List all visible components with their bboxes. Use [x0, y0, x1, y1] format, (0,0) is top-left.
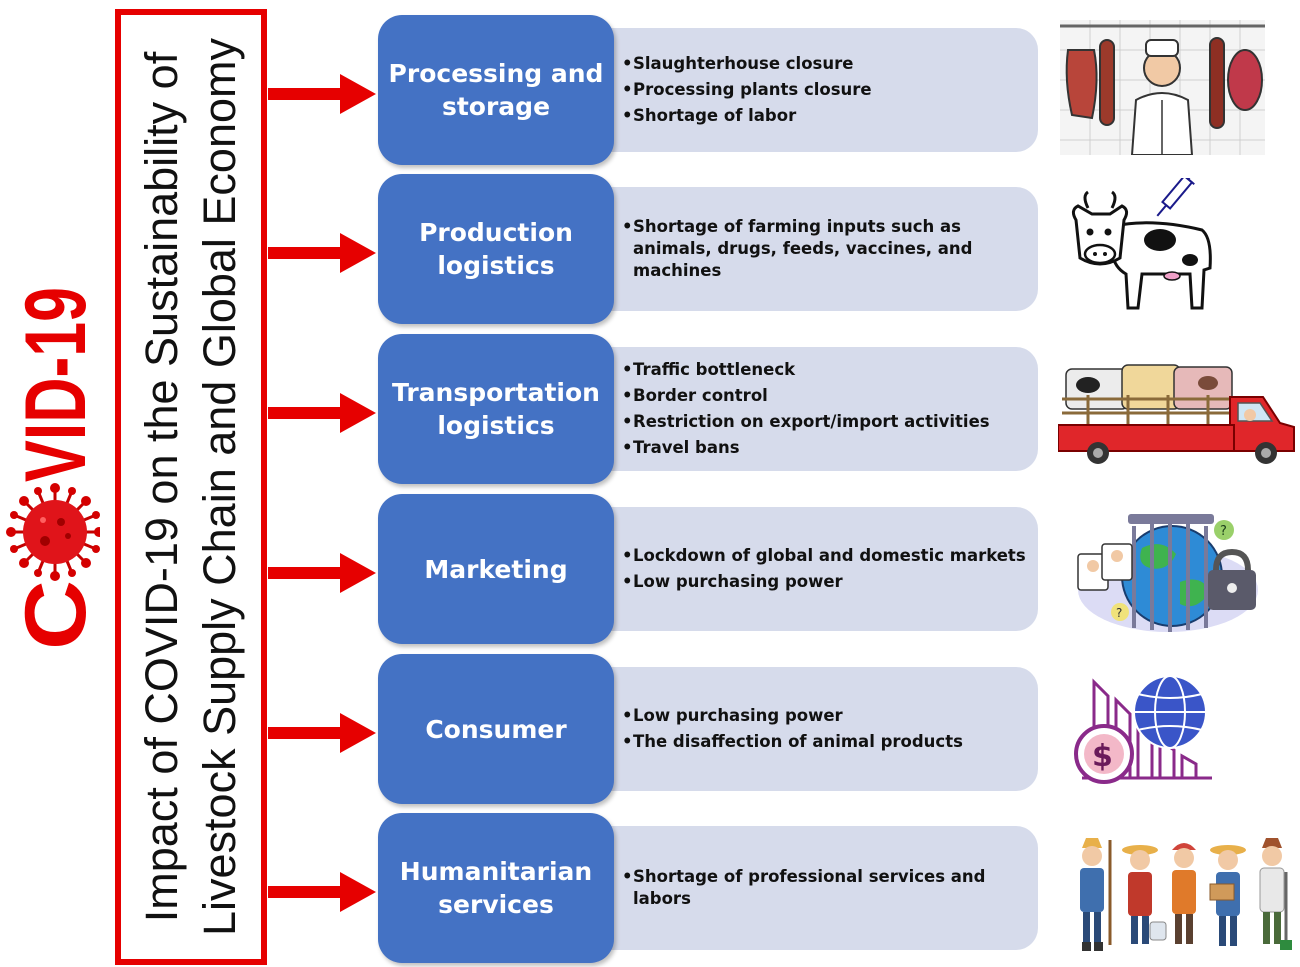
locked-globe-icon: ? ? — [1077, 514, 1258, 632]
details-marketing: Lockdown of global and domestic markets … — [600, 507, 1038, 631]
detail-item: Traffic bottleneck — [622, 357, 990, 383]
title-frame: Impact of COVID-19 on the Sustainability… — [115, 9, 267, 965]
detail-item: Slaughterhouse closure — [622, 51, 872, 77]
details-humanitarian-services: Shortage of professional services and la… — [600, 826, 1038, 950]
details-production-logistics: Shortage of farming inputs such as anima… — [600, 187, 1038, 311]
details-consumer: Low purchasing power The disaffection of… — [600, 667, 1038, 791]
arrow-icon — [268, 393, 376, 433]
arrow-icon — [268, 872, 376, 912]
category-label: Processing and storage — [388, 59, 604, 121]
category-consumer: Consumer — [378, 654, 614, 804]
category-label: Production logistics — [419, 218, 573, 280]
category-humanitarian-services: Humanitarian services — [378, 813, 614, 963]
detail-item: The disaffection of animal products — [622, 729, 963, 755]
category-label: Humanitarian services — [399, 857, 593, 919]
category-label: Transportation logistics — [392, 378, 600, 440]
category-processing-storage: Processing and storage — [378, 15, 614, 165]
category-marketing: Marketing — [378, 494, 614, 644]
virus-icon — [6, 483, 100, 581]
detail-item: Lockdown of global and domestic markets — [622, 543, 1026, 569]
detail-item: Shortage of farming inputs such as anima… — [622, 216, 1033, 282]
economy-decline-icon: $ — [1074, 675, 1212, 784]
detail-item: Shortage of labor — [622, 103, 872, 129]
arrow-icon — [268, 713, 376, 753]
svg-text:?: ? — [1116, 606, 1122, 620]
arrow-icon — [268, 233, 376, 273]
detail-item: Travel bans — [622, 435, 990, 461]
category-transportation-logistics: Transportation logistics — [378, 334, 614, 484]
butcher-shop-icon — [1060, 20, 1265, 155]
covid-19-logo: C — [6, 287, 100, 650]
detail-item: Low purchasing power — [622, 703, 963, 729]
livestock-truck-icon — [1058, 364, 1295, 464]
detail-item: Processing plants closure — [622, 77, 872, 103]
arrow-icon — [268, 74, 376, 114]
diagram-title: Impact of COVID-19 on the Sustainability… — [136, 38, 245, 937]
farm-workers-icon — [1080, 838, 1292, 951]
detail-item: Low purchasing power — [622, 569, 1026, 595]
detail-item: Border control — [622, 383, 990, 409]
details-processing-storage: Slaughterhouse closure Processing plants… — [600, 28, 1038, 152]
detail-item: Restriction on export/import activities — [622, 409, 990, 435]
arrow-icon — [268, 553, 376, 593]
detail-item: Shortage of professional services and la… — [622, 866, 993, 910]
logo-letter-c: C — [8, 580, 100, 650]
category-label: Marketing — [424, 554, 568, 584]
category-production-logistics: Production logistics — [378, 174, 614, 324]
svg-text:$: $ — [1092, 739, 1113, 774]
details-transportation-logistics: Traffic bottleneck Border control Restri… — [600, 347, 1038, 471]
logo-text: VID-19 — [8, 287, 100, 482]
svg-text:?: ? — [1220, 524, 1227, 539]
cow-vaccine-icon — [1071, 178, 1212, 310]
category-label: Consumer — [425, 714, 567, 744]
